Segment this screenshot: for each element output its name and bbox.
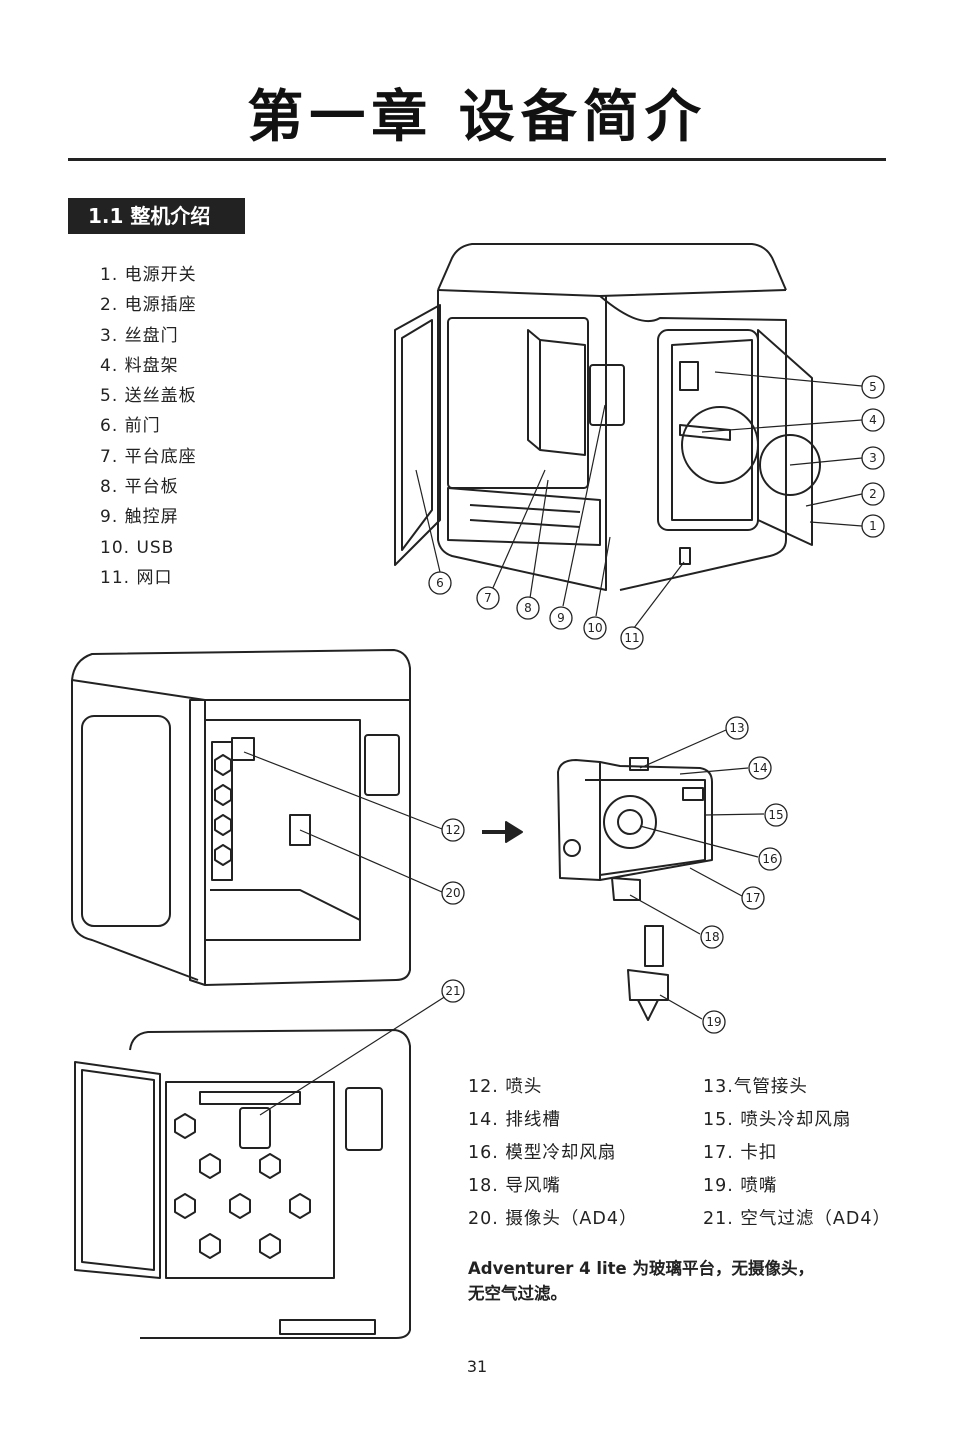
legend-item: 8. 平台板 bbox=[100, 477, 179, 498]
callout-13 bbox=[725, 716, 749, 740]
callout-10 bbox=[583, 616, 607, 640]
callout-21 bbox=[441, 979, 465, 1003]
callout-label: 12 bbox=[445, 823, 460, 837]
callout-14 bbox=[748, 756, 772, 780]
callout-3 bbox=[861, 446, 885, 470]
part-item: 12. 喷头 bbox=[468, 1077, 543, 1097]
legend-item: 7. 平台底座 bbox=[100, 446, 197, 467]
chapter-title: 第一章 设备简介 bbox=[247, 85, 707, 150]
model-note: Adventurer 4 lite 为玻璃平台，无摄像头， 无空气过滤。 bbox=[468, 1256, 888, 1306]
legend-item: 1. 电源开关 bbox=[100, 265, 197, 285]
legend-item: 10. USB bbox=[100, 537, 175, 558]
callout-9 bbox=[549, 606, 573, 630]
callout-label: 15 bbox=[768, 808, 783, 822]
note-line: 无空气过滤。 bbox=[468, 1284, 567, 1303]
callout-label: 17 bbox=[745, 891, 760, 905]
callout-label: 3 bbox=[869, 451, 877, 465]
legend-item: 4. 料盘架 bbox=[100, 355, 179, 376]
callout-label: 2 bbox=[869, 487, 877, 501]
part-item: 19. 喷嘴 bbox=[703, 1176, 778, 1196]
callout-5 bbox=[861, 375, 885, 399]
part-item: 21. 空气过滤（AD4） bbox=[703, 1209, 891, 1229]
legend-item: 9. 触控屏 bbox=[100, 507, 179, 528]
callout-label: 13 bbox=[729, 721, 744, 735]
part-item: 13.气管接头 bbox=[703, 1077, 808, 1097]
legend-item: 11. 网口 bbox=[100, 567, 173, 588]
callout-15 bbox=[764, 803, 788, 827]
legend-item: 5. 送丝盖板 bbox=[100, 386, 197, 407]
callout-7 bbox=[476, 586, 500, 610]
callout-16 bbox=[758, 847, 782, 871]
printer-rear-view-illustration bbox=[74, 1029, 411, 1339]
callout-label: 6 bbox=[436, 576, 444, 590]
part-item: 15. 喷头冷却风扇 bbox=[703, 1110, 852, 1130]
callout-label: 16 bbox=[762, 852, 777, 866]
title-divider bbox=[68, 158, 886, 161]
callout-4 bbox=[861, 408, 885, 432]
printer-front-view-illustration bbox=[394, 243, 821, 591]
callout-6 bbox=[428, 571, 452, 595]
callout-17 bbox=[741, 886, 765, 910]
callout-2 bbox=[861, 482, 885, 506]
callout-18 bbox=[700, 925, 724, 949]
callout-label: 11 bbox=[624, 631, 639, 645]
extruder-illustration bbox=[557, 757, 713, 1021]
callout-label: 19 bbox=[706, 1015, 721, 1029]
callout-12 bbox=[441, 818, 465, 842]
printer-side-view-illustration bbox=[71, 649, 411, 986]
callout-20 bbox=[441, 881, 465, 905]
section-heading: 1.1 整机介绍 bbox=[68, 198, 245, 234]
part-item: 14. 排线槽 bbox=[468, 1110, 561, 1130]
callout-label: 7 bbox=[484, 591, 492, 605]
callout-19 bbox=[702, 1010, 726, 1034]
note-line: Adventurer 4 lite 为玻璃平台，无摄像头， bbox=[468, 1259, 814, 1278]
callout-label: 20 bbox=[445, 886, 460, 900]
callout-11 bbox=[620, 626, 644, 650]
arrow-icon bbox=[482, 821, 523, 843]
callout-label: 14 bbox=[752, 761, 767, 775]
callout-label: 10 bbox=[587, 621, 602, 635]
legend-item: 3. 丝盘门 bbox=[100, 325, 179, 346]
callout-label: 21 bbox=[445, 984, 460, 998]
part-item: 16. 模型冷却风扇 bbox=[468, 1143, 617, 1163]
part-item: 20. 摄像头（AD4） bbox=[468, 1209, 638, 1229]
callout-1 bbox=[861, 514, 885, 538]
page-number: 31 bbox=[466, 1357, 488, 1376]
callout-label: 4 bbox=[869, 413, 877, 427]
part-item: 18. 导风嘴 bbox=[468, 1176, 561, 1196]
callout-label: 9 bbox=[557, 611, 565, 625]
parts-legend: 1. 电源开关 2. 电源插座 3. 丝盘门 4. 料盘架 5. 送丝盖板 6.… bbox=[100, 260, 197, 593]
callout-label: 8 bbox=[524, 601, 532, 615]
part-item: 17. 卡扣 bbox=[703, 1143, 778, 1163]
callout-label: 18 bbox=[704, 930, 719, 944]
callout-8 bbox=[516, 596, 540, 620]
legend-item: 2. 电源插座 bbox=[100, 295, 197, 316]
legend-item: 6. 前门 bbox=[100, 416, 161, 437]
callout-label: 1 bbox=[869, 519, 877, 533]
callout-label: 5 bbox=[869, 380, 877, 394]
